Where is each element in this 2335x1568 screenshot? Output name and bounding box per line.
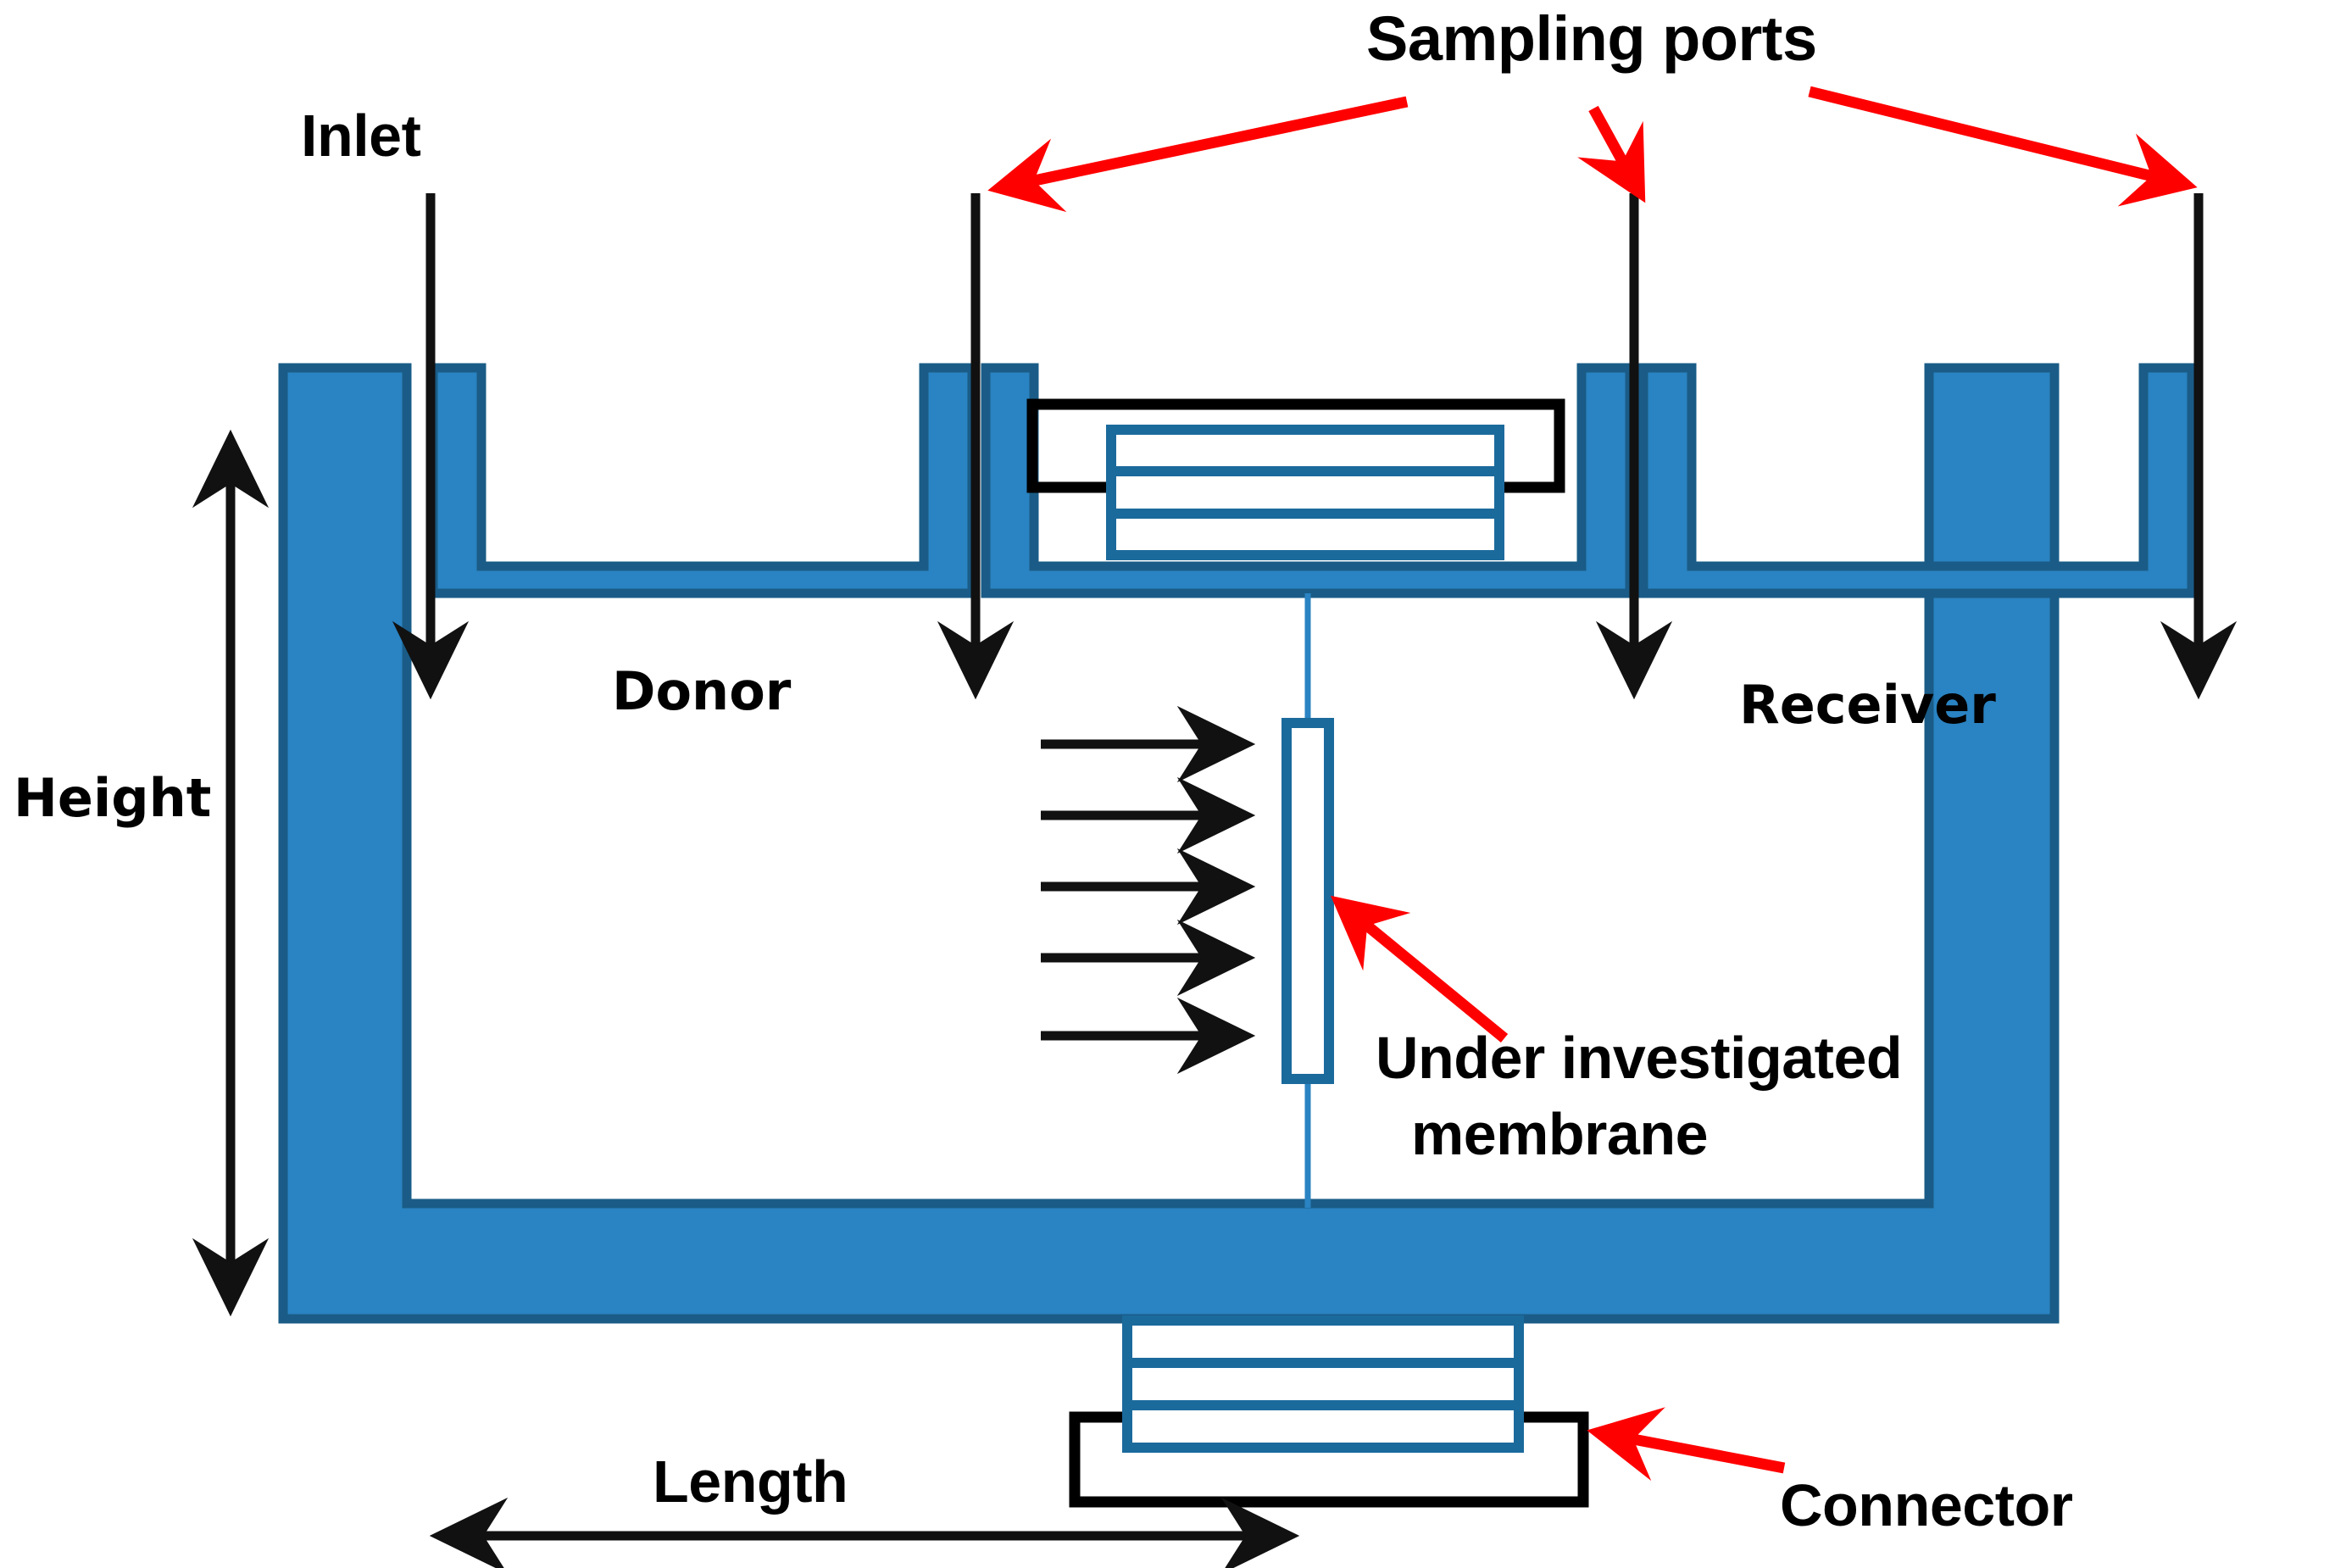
sampling-port-lines (392, 193, 2238, 700)
donor-channel (428, 363, 977, 598)
sampling-ports-label: Sampling ports (1366, 3, 1817, 74)
red-arrow-to-port-1 (987, 96, 1409, 213)
membrane-label-line2: membrane (1411, 1101, 1709, 1167)
top-fixture-block (1106, 425, 1504, 560)
length-label: Length (653, 1448, 848, 1515)
flow-arrows (1041, 705, 1256, 1075)
inlet-label: Inlet (301, 103, 421, 169)
donor-label: Donor (612, 660, 792, 722)
red-leader-arrows (987, 86, 2198, 1482)
red-arrow-to-connector (1587, 1407, 1786, 1482)
red-arrow-to-port-4 (1808, 86, 2198, 207)
red-arrow-to-port-3 (1577, 105, 1646, 203)
bottom-connector-block (1122, 1315, 1524, 1453)
receiver-channel (1638, 363, 2197, 598)
receiver-label: Receiver (1739, 674, 1996, 736)
membrane-assembly (1281, 593, 1334, 1208)
membrane-label-line1: Under investigated (1376, 1025, 1903, 1091)
red-arrow-to-membrane (1330, 895, 1509, 1043)
connector-label: Connector (1780, 1472, 2073, 1538)
height-label: Height (14, 767, 212, 829)
